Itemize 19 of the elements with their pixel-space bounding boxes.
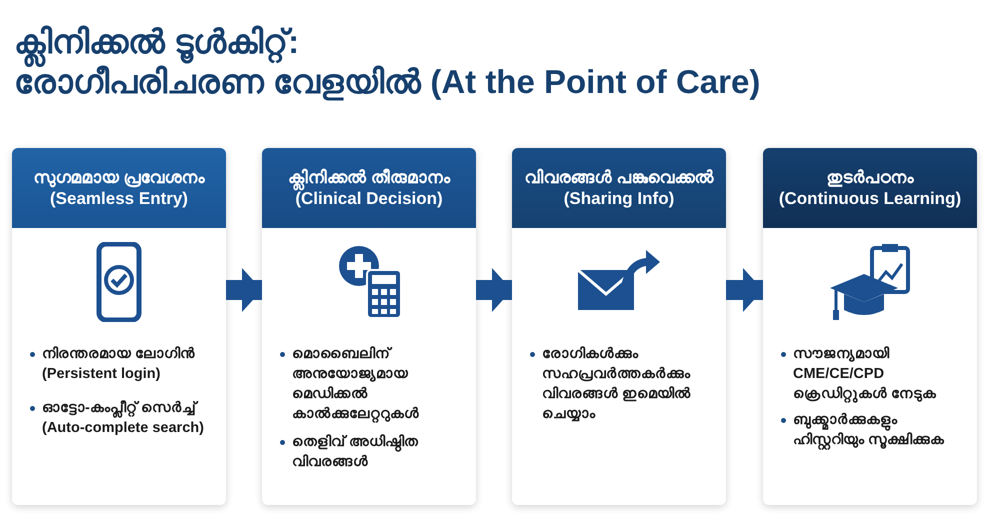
arrow — [726, 268, 763, 312]
bullet-item: സൗജന്യമായി CME/CE/CPD ക്രെഡിറ്റുകൾ നേടുക — [779, 344, 971, 404]
step-card — [763, 148, 977, 505]
card-header: സുഗമമായ പ്രവേശനം (Seamless Entry) — [12, 148, 226, 228]
step-card — [262, 148, 476, 505]
bullet-item: ബുക്ക്മാർക്കുകളും ഹിസ്റ്ററിയും സൂക്ഷിക്കുക — [779, 410, 971, 450]
card-header: തുടർപഠനം (Continuous Learning) — [763, 148, 977, 228]
title: ക്ലിനിക്കൽ ടൂൾകിറ്റ്: രോഗീപരിചരണ വേളയിൽ (At the Point of Care) — [14, 22, 762, 102]
arrow — [226, 268, 262, 312]
bullet-item: തെളിവ് അധിഷ്ഠിത വിവരങ്ങൾ — [278, 432, 470, 472]
card-header: വിവരങ്ങൾ പങ്കുവെക്കൽ (Sharing Info) — [512, 148, 726, 228]
step-card — [12, 148, 226, 505]
card-header: ക്ലിനിക്കൽ തീരുമാനം (Clinical Decision) — [262, 148, 476, 228]
step-card — [512, 148, 726, 505]
arrow — [476, 268, 512, 312]
bullet-item: ഓട്ടോ-കംപ്ലീറ്റ് സെർച്ച് (Auto-complete search) — [28, 398, 220, 438]
bullet-item: മൊബൈലിന് അനുയോജ്യമായ മെഡിക്കൽ കാൽക്കുലേറ്ററുകൾ — [278, 344, 470, 424]
bullet-item: നിരന്തരമായ ലോഗിൻ (Persistent login) — [28, 344, 220, 384]
bullet-item: രോഗികൾക്കും സഹപ്രവർത്തകർക്കും വിവരങ്ങൾ ഇമെയിൽ ചെയ്യാം — [528, 344, 720, 424]
